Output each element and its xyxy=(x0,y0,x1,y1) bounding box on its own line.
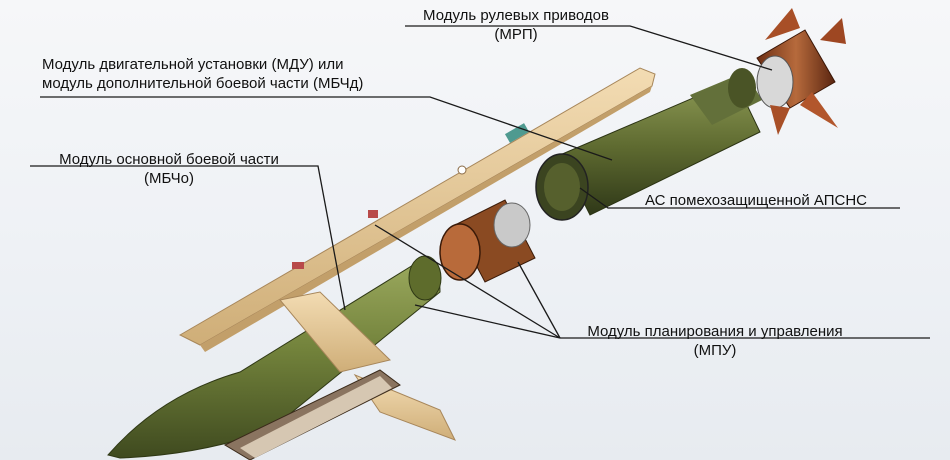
label-mbcho-line2: (МБЧо) xyxy=(144,170,194,187)
leader-lines xyxy=(30,25,930,339)
label-mbcho: Модуль основной боевой части (МБЧо) xyxy=(34,150,304,188)
label-mpu: Модуль планирования и управления (МПУ) xyxy=(574,322,856,360)
engine-module xyxy=(535,68,762,221)
label-mpu-line1: Модуль планирования и управления xyxy=(587,323,843,340)
label-mrp-line1: Модуль рулевых приводов xyxy=(423,7,609,24)
leader-line-mpu-1 xyxy=(517,261,561,339)
label-as: АС помехозащищенной АПСНС xyxy=(645,191,867,210)
label-mdu: Модуль двигательной установки (МДУ) или … xyxy=(42,55,363,93)
label-mrp: Модуль рулевых приводов (МРП) xyxy=(400,6,632,44)
control-module xyxy=(439,199,536,283)
label-mdu-line1: Модуль двигательной установки (МДУ) или xyxy=(42,56,344,73)
leader-line-mbcho xyxy=(30,165,346,311)
wing-module xyxy=(178,67,656,352)
main-warhead-body xyxy=(107,255,442,459)
leader-line-mrp xyxy=(405,25,773,71)
label-mpu-line2: (МПУ) xyxy=(693,342,737,359)
label-as-line1: АС помехозащищенной АПСНС xyxy=(645,192,867,209)
label-mrp-line2: (МРП) xyxy=(494,26,538,43)
lower-module xyxy=(223,291,457,460)
label-mdu-line2: модуль дополнительной боевой части (МБЧд… xyxy=(42,75,364,92)
leader-line-mdu xyxy=(40,96,613,161)
leader-line-as xyxy=(579,187,900,209)
leader-line-mpu-3 xyxy=(414,304,561,339)
label-mbcho-line1: Модуль основной боевой части xyxy=(59,151,279,168)
rudder-actuator-module xyxy=(756,8,846,135)
leader-line-mpu-2 xyxy=(374,224,561,339)
